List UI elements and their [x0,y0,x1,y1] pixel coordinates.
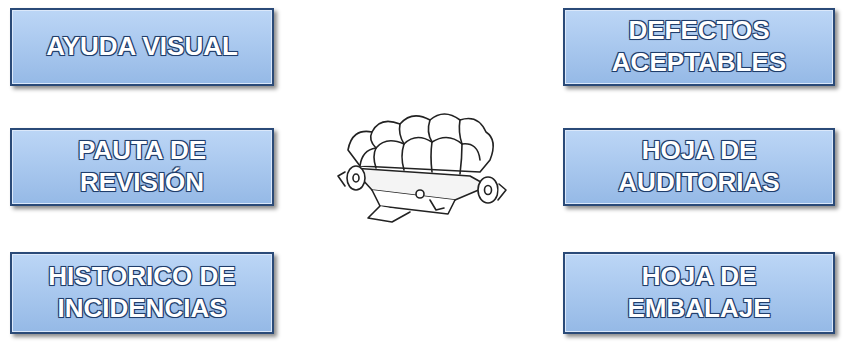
document-box: HOJA DE AUDITORIAS [563,128,835,206]
document-box: AYUDA VISUAL [10,8,274,86]
document-box: HISTORICO DE INCIDENCIAS [10,252,274,334]
box-label: DEFECTOS ACEPTABLES [591,15,807,78]
box-label: HOJA DE EMBALAJE [591,261,807,324]
box-label: AYUDA VISUAL [46,31,238,63]
box-label: PAUTA DE REVISIÓN [38,135,246,198]
box-label: HOJA DE AUDITORIAS [591,135,807,198]
box-label: HISTORICO DE INCIDENCIAS [38,261,246,324]
document-box: DEFECTOS ACEPTABLES [563,8,835,86]
document-box: HOJA DE EMBALAJE [563,252,835,334]
document-box: PAUTA DE REVISIÓN [10,128,274,206]
